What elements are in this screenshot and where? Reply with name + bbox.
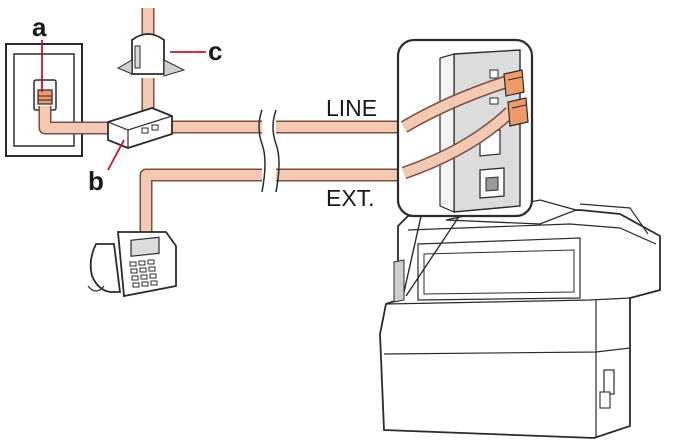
label-c: c bbox=[208, 36, 222, 66]
label-b: b bbox=[88, 166, 104, 196]
zoom-callout-pointer bbox=[403, 211, 463, 297]
splitter-icon bbox=[107, 107, 173, 149]
port-panel-zoom bbox=[396, 38, 534, 218]
label-a: a bbox=[32, 12, 47, 42]
printer-icon bbox=[379, 199, 661, 439]
callout-lines bbox=[41, 40, 206, 171]
cable-break-marks bbox=[258, 109, 280, 193]
wall-jack-icon bbox=[5, 43, 83, 157]
label-line: LINE bbox=[326, 95, 377, 121]
phone-cables bbox=[38, 8, 400, 232]
label-ext: EXT. bbox=[326, 185, 375, 211]
telephone-icon bbox=[87, 231, 177, 298]
dsl-modem-icon bbox=[116, 33, 186, 77]
